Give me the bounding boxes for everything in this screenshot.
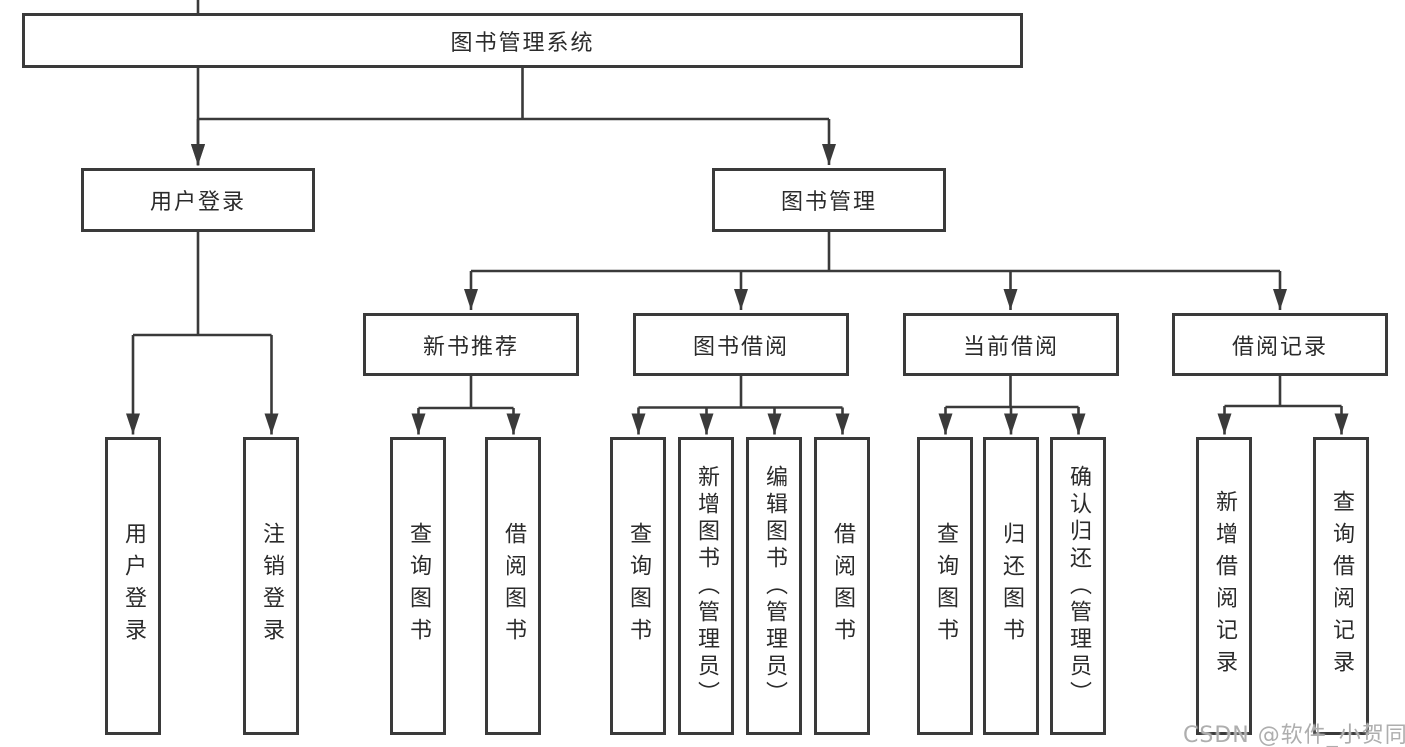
node-leaf-borrow-books-1: 借阅图书 (485, 437, 541, 735)
node-leaf-confirm-return-admin: 确认归还（管理员） (1050, 437, 1106, 735)
node-user-login: 用户登录 (81, 168, 315, 232)
csdn-watermark: CSDN @软件_小贺同学 (1183, 723, 1405, 747)
node-leaf-add-borrow-record: 新增借阅记录 (1196, 437, 1252, 735)
node-leaf-logout-label: 注销登录 (259, 522, 284, 650)
node-current-borrowing: 当前借阅 (903, 313, 1119, 376)
node-leaf-edit-book-admin: 编辑图书（管理员） (746, 437, 802, 735)
node-book-management-label: 图书管理 (780, 190, 877, 215)
node-leaf-query-books-2: 查询图书 (610, 437, 666, 735)
node-leaf-user-login-label: 用户登录 (121, 522, 146, 650)
node-book-borrowing-label: 图书借阅 (692, 334, 789, 360)
node-leaf-confirm-return-admin-label: 确认归还（管理员） (1066, 464, 1091, 708)
node-leaf-query-books-3-label: 查询图书 (933, 522, 958, 650)
node-leaf-add-book-admin: 新增图书（管理员） (678, 437, 734, 735)
node-leaf-user-login: 用户登录 (105, 437, 161, 735)
node-leaf-query-borrow-record-label: 查询借阅记录 (1329, 490, 1354, 682)
node-new-book-recommendation: 新书推荐 (363, 313, 579, 376)
node-leaf-query-books-1-label: 查询图书 (406, 522, 431, 650)
node-leaf-query-books-3: 查询图书 (917, 437, 973, 735)
node-user-login-label: 用户登录 (149, 190, 246, 215)
node-leaf-query-books-1: 查询图书 (390, 437, 446, 735)
node-root-label: 图书管理系统 (450, 30, 595, 56)
node-leaf-borrow-books-2: 借阅图书 (814, 437, 870, 735)
node-leaf-logout: 注销登录 (243, 437, 299, 735)
node-book-borrowing: 图书借阅 (633, 313, 849, 376)
node-leaf-borrow-books-2-label: 借阅图书 (830, 522, 855, 650)
node-new-book-recommendation-label: 新书推荐 (422, 334, 519, 360)
node-root: 图书管理系统 (22, 13, 1023, 68)
node-leaf-add-book-admin-label: 新增图书（管理员） (694, 464, 719, 708)
node-leaf-return-book-label: 归还图书 (999, 522, 1024, 650)
node-leaf-add-borrow-record-label: 新增借阅记录 (1212, 490, 1237, 682)
node-book-management: 图书管理 (712, 168, 946, 232)
node-borrowing-records-label: 借阅记录 (1231, 334, 1328, 360)
node-leaf-borrow-books-1-label: 借阅图书 (501, 522, 526, 650)
node-leaf-query-books-2-label: 查询图书 (626, 522, 651, 650)
node-leaf-edit-book-admin-label: 编辑图书（管理员） (762, 464, 787, 708)
node-leaf-return-book: 归还图书 (983, 437, 1039, 735)
node-current-borrowing-label: 当前借阅 (962, 334, 1059, 360)
node-leaf-query-borrow-record: 查询借阅记录 (1313, 437, 1369, 735)
node-borrowing-records: 借阅记录 (1172, 313, 1388, 376)
